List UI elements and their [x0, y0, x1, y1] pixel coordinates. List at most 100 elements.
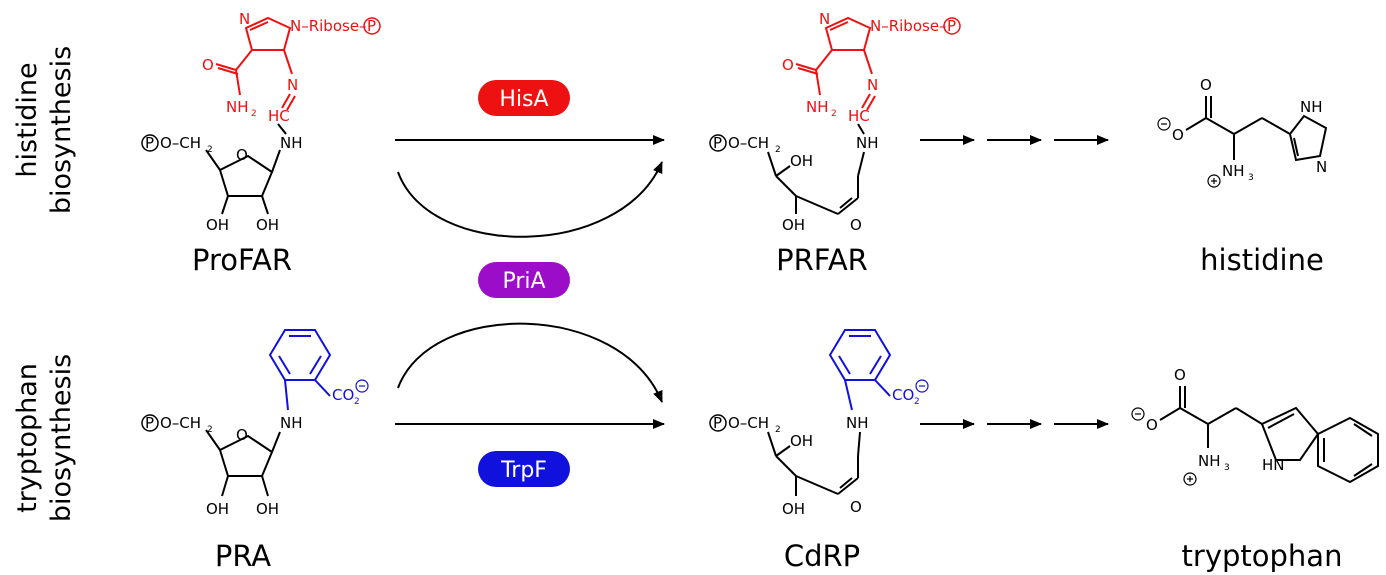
prfar-amide-o: O — [782, 56, 794, 74]
prfar-phosphate-red: P — [947, 17, 956, 35]
compound-name-histidine: histidine — [1200, 243, 1324, 277]
histidine-carbonyl-o: O — [1200, 76, 1212, 94]
cdrp-oh2: OH — [790, 432, 813, 450]
compound-name-cdrp: CdRP — [784, 539, 860, 573]
prfar-imine-n: N — [867, 76, 878, 94]
profar-amide-nh2-sub: 2 — [251, 109, 257, 119]
pria-arrow-histidine — [397, 161, 663, 238]
pra-phosphate-circle — [141, 414, 159, 432]
cdrp-co2-sub: 2 — [914, 397, 920, 407]
trpf-label: TrpF — [500, 458, 547, 483]
prfar-hc: HC — [848, 107, 870, 125]
prfar-structure: N N–Ribose– P O NH 2 N HC NH O OH OH P O… — [709, 10, 961, 234]
prfar-phosphate: P — [713, 134, 722, 152]
cdrp-keto-o: O — [850, 498, 862, 516]
profar-amide-o: O — [202, 56, 214, 74]
row-label-tryptophan-line2: biosynthesis — [46, 354, 77, 522]
compound-name-prfar: PRFAR — [776, 243, 868, 277]
pra-co2: CO — [332, 386, 354, 404]
prfar-amide-nh2: NH — [806, 98, 829, 116]
profar-nh: NH — [280, 134, 303, 152]
cdrp-minus-circle — [915, 379, 929, 393]
pra-minus-circle — [355, 379, 369, 393]
profar-ring-o: O — [236, 146, 248, 164]
pra-oh2: OH — [256, 500, 279, 518]
row-label-histidine-line1: histidine — [12, 62, 43, 177]
histidine-plus-circle — [1207, 174, 1221, 188]
pra-o-ch2: O–CH — [160, 414, 201, 432]
prfar-ribose-label: N–Ribose– — [870, 17, 947, 35]
pria-label: PriA — [502, 269, 545, 294]
tryptophan-hn: HN — [1262, 456, 1285, 474]
prfar-ch2-sub: 2 — [775, 145, 781, 155]
pra-nh: NH — [280, 414, 303, 432]
pra-oh1: OH — [206, 500, 229, 518]
cdrp-nh: NH — [846, 414, 869, 432]
profar-phosphate: P — [145, 134, 154, 152]
histidine-carboxylate-o: O — [1172, 126, 1184, 144]
profar-imine-n: N — [287, 76, 298, 94]
cdrp-phosphate: P — [713, 414, 722, 432]
pra-phosphate: P — [145, 414, 154, 432]
profar-hc: HC — [268, 107, 290, 125]
profar-amide-nh2: NH — [226, 98, 249, 116]
hisa-label: HisA — [499, 87, 548, 112]
histidine-n: N — [1316, 158, 1327, 176]
trpf-pill-bg — [478, 451, 570, 487]
profar-phosphate-red: P — [367, 17, 376, 35]
tryptophan-carboxylate-o: O — [1146, 416, 1158, 434]
histidine-minus-circle — [1157, 117, 1171, 131]
prfar-nh: NH — [856, 134, 879, 152]
tryptophan-structure: O O NH 3 HN — [1131, 366, 1379, 486]
row-label-tryptophan: tryptophan biosynthesis — [12, 354, 77, 522]
prfar-n1: N — [819, 10, 830, 28]
cdrp-structure: CO 2 NH O OH OH P O–CH 2 — [709, 329, 929, 518]
histidine-nh3: NH — [1222, 162, 1245, 180]
profar-ch2-sub: 2 — [207, 145, 213, 155]
tryptophan-minus-circle — [1131, 407, 1145, 421]
row-label-tryptophan-line1: tryptophan — [12, 363, 43, 513]
pra-ring-o: O — [236, 426, 248, 444]
cdrp-oh1: OH — [782, 500, 805, 518]
pra-co2-sub: 2 — [354, 397, 360, 407]
pra-structure: CO 2 NH O OH OH P O–CH 2 — [141, 329, 369, 518]
profar-oh2: OH — [256, 216, 279, 234]
profar-oh1: OH — [206, 216, 229, 234]
enzyme-pill-hisa: HisA — [478, 80, 570, 116]
pria-arrow-tryptophan — [397, 322, 663, 403]
profar-phosphate-circle — [141, 134, 159, 152]
cdrp-ch2-sub: 2 — [775, 425, 781, 435]
compound-name-tryptophan: tryptophan — [1182, 539, 1343, 573]
tryptophan-nh3-sub: 3 — [1224, 463, 1230, 473]
profar-phosphate-red-circle — [363, 17, 381, 35]
tryptophan-nh3: NH — [1198, 452, 1221, 470]
cdrp-phosphate-circle — [709, 414, 727, 432]
tryptophan-plus-circle — [1183, 472, 1197, 486]
profar-n1: N — [239, 10, 250, 28]
tryptophan-carbonyl-o: O — [1174, 366, 1186, 384]
profar-ribose-label: N–Ribose– — [290, 17, 367, 35]
prfar-oh1: OH — [782, 216, 805, 234]
cdrp-co2: CO — [892, 386, 914, 404]
enzyme-pill-pria: PriA — [478, 262, 570, 298]
row-label-histidine: histidine biosynthesis — [12, 46, 77, 214]
prfar-phosphate-red-circle — [943, 17, 961, 35]
compound-name-pra: PRA — [215, 539, 271, 573]
pra-ch2-sub: 2 — [207, 425, 213, 435]
cdrp-o-ch2: O–CH — [728, 414, 769, 432]
profar-structure: N N–Ribose– P O NH 2 N HC NH O OH OH P O… — [141, 10, 381, 234]
prfar-oh2: OH — [790, 152, 813, 170]
row-label-histidine-line2: biosynthesis — [46, 46, 77, 214]
enzyme-pill-trpf: TrpF — [478, 451, 570, 487]
histidine-nh: NH — [1300, 98, 1323, 116]
pria-pill-bg — [478, 262, 570, 298]
compound-name-profar: ProFAR — [192, 243, 292, 277]
hisa-pill-bg — [478, 80, 570, 116]
histidine-nh3-sub: 3 — [1248, 173, 1254, 183]
profar-o-ch2: O–CH — [160, 134, 201, 152]
prfar-phosphate-circle — [709, 134, 727, 152]
prfar-o-ch2: O–CH — [728, 134, 769, 152]
prfar-amide-nh2-sub: 2 — [831, 109, 837, 119]
prfar-keto-o: O — [850, 216, 862, 234]
